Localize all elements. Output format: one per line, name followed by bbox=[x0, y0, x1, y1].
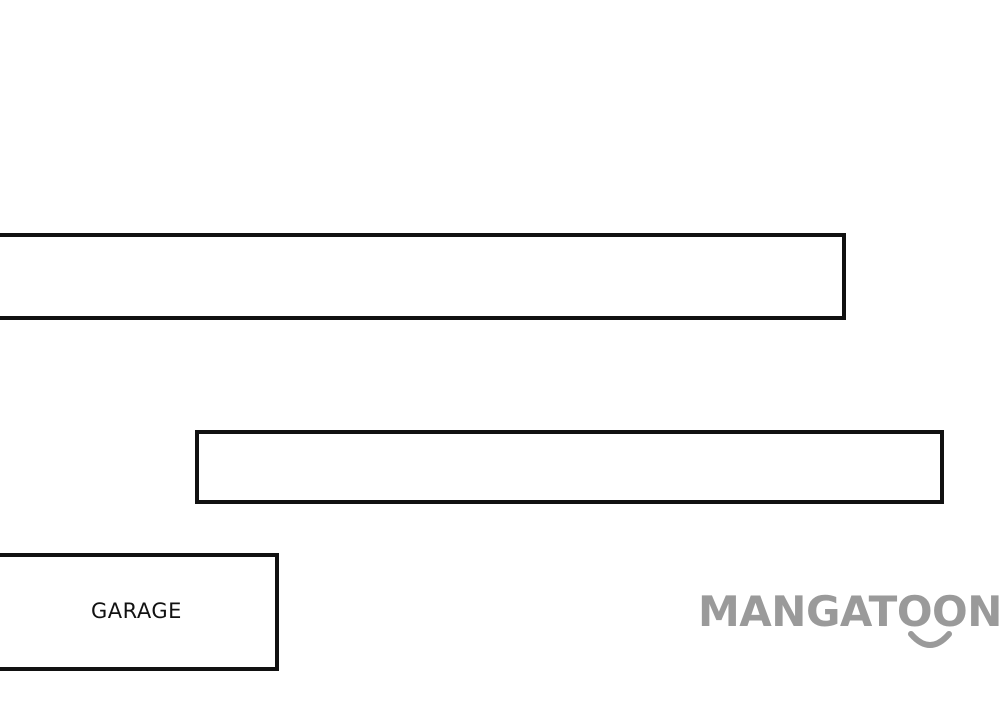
location-caption-box: GARAGE bbox=[0, 553, 279, 671]
empty-speech-box-top bbox=[0, 233, 846, 320]
empty-speech-box-middle bbox=[195, 430, 944, 504]
smile-icon bbox=[908, 631, 952, 648]
mangatoon-watermark: MANGATOON bbox=[698, 586, 1000, 656]
watermark-brand-text: MANGATOON bbox=[698, 587, 1000, 636]
location-caption-text: GARAGE bbox=[91, 599, 182, 623]
